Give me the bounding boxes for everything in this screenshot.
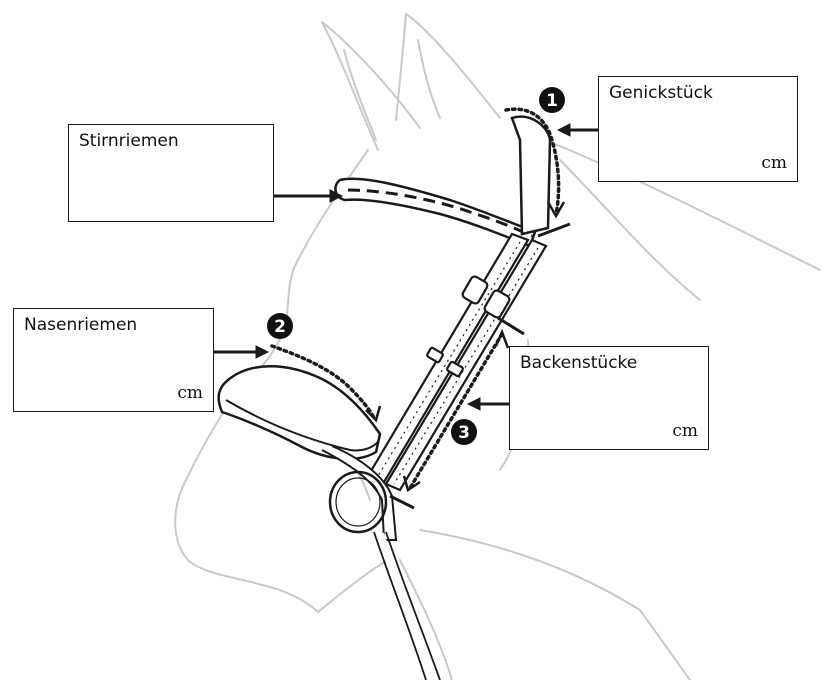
genickstueck-unit: cm <box>761 153 787 173</box>
backenstuecke-title: Backenstücke <box>520 353 637 373</box>
genickstueck-box: Genickstück cm <box>598 76 798 182</box>
marker-3-label: 3 <box>458 423 470 443</box>
crownpiece-strap <box>512 117 550 234</box>
reins <box>374 532 440 680</box>
marker-3: 3 <box>451 419 477 445</box>
nasenriemen-title: Nasenriemen <box>24 315 137 335</box>
bit-ring <box>330 472 386 532</box>
backenstuecke-box: Backenstücke cm <box>509 346 709 450</box>
marker-2: 2 <box>267 313 293 339</box>
stirnriemen-box: Stirnriemen <box>68 124 274 222</box>
nasenriemen-unit: cm <box>177 383 203 403</box>
nasenriemen-box: Nasenriemen cm <box>13 308 214 412</box>
noseband-strap <box>219 366 396 540</box>
marker-2-label: 2 <box>274 317 286 337</box>
backenstuecke-unit: cm <box>672 421 698 441</box>
genickstueck-title: Genickstück <box>609 83 713 103</box>
marker-1-label: 1 <box>546 91 558 111</box>
marker-1: 1 <box>539 87 565 113</box>
stirnriemen-title: Stirnriemen <box>79 131 179 151</box>
browband-strap <box>335 179 535 246</box>
